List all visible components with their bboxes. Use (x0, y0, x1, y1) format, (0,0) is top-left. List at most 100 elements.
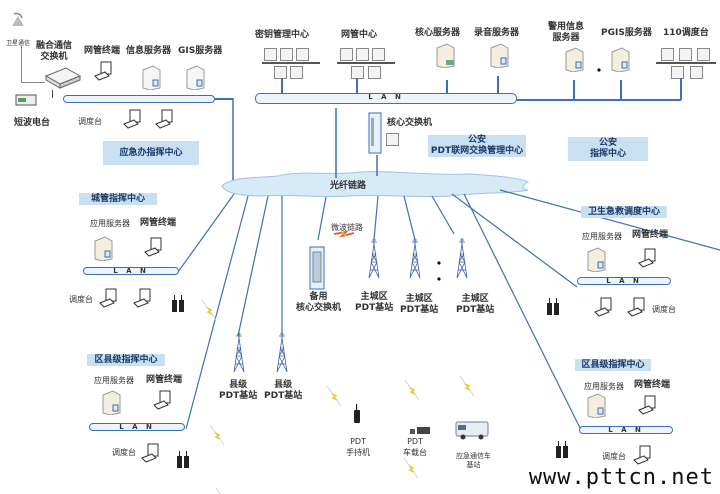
nms-terminal-icon (152, 389, 174, 411)
pgis-server-label: PGIS服务器 (601, 28, 652, 38)
county-bs-tower-2 (276, 331, 288, 373)
core-switch-label: 核心交换机 (387, 118, 433, 128)
dispatch-terminal-icon (632, 444, 654, 466)
nms-terminal-icon (637, 247, 659, 269)
health-center-badge: 卫生急救调度中心 (581, 206, 667, 218)
dispatch-terminal-icon (593, 296, 615, 318)
app-server-label: 应用服务器 (90, 219, 130, 228)
emergency-vehicle-label: 应急通信车 基站 (456, 452, 491, 469)
police-command-center-badge: 公安 指挥中心 (568, 137, 648, 161)
microwave-label: 微波链路 (331, 223, 363, 232)
watermark: www.pttcn.net (528, 465, 714, 490)
dispatch-terminal-icon (140, 442, 162, 464)
dispatch-label: 调度台 (602, 452, 626, 461)
info-server-icon (140, 64, 162, 91)
pdt-vehicle-radio-label: PDT 车载台 (403, 437, 427, 457)
wireless-icon (403, 457, 419, 479)
dispatch-terminal-icon (154, 108, 176, 130)
gis-server-label: GIS服务器 (178, 46, 223, 56)
wireless-icon (201, 299, 217, 321)
pdt-handheld-icon (353, 404, 361, 424)
handheld-radios-icon (171, 295, 185, 313)
recording-server-label: 录音服务器 (474, 28, 520, 38)
app-server-icon (100, 389, 122, 416)
district-left-center-badge: 区县级指挥中心 (87, 354, 165, 366)
emergency-office-center-badge: 应急办指挥中心 (103, 141, 199, 165)
nms-center-label: 网管中心 (341, 30, 378, 40)
dispatch-terminal-icon (122, 108, 144, 130)
dispatch-label: 调度台 (69, 295, 93, 304)
urban-bs-tower-2 (409, 237, 421, 279)
core-switch-icon (368, 112, 382, 154)
dispatch-label: 调度台 (652, 305, 676, 314)
nms-terminal-label: 网管终端 (140, 218, 177, 228)
nms-terminal-icon (93, 60, 115, 82)
district-left-lan: L A N (89, 423, 185, 431)
wireless-icon (459, 375, 475, 397)
info-server-label: 信息服务器 (126, 46, 172, 56)
urban-mgmt-lan: L A N (83, 267, 179, 275)
pgis-server-icon (609, 46, 631, 73)
urban-bs-label-2: 主城区 PDT基站 (400, 294, 439, 315)
satellite-icon (10, 10, 26, 28)
fiber-link-label: 光纤链路 (330, 181, 367, 191)
fiber-cloud (221, 171, 529, 198)
wireless-icon (209, 424, 225, 446)
core-server-label: 核心服务器 (415, 28, 461, 38)
nms-terminal-label: 网管终端 (84, 46, 121, 56)
county-bs-label-2: 县级 PDT基站 (264, 380, 303, 401)
county-bs-label-1: 县级 PDT基站 (219, 380, 258, 401)
emergency-lan (63, 95, 215, 103)
urban-mgmt-center-badge: 城管指挥中心 (79, 193, 157, 205)
handheld-radios-icon (546, 298, 560, 316)
dispatch-terminal-icon (132, 287, 154, 309)
urban-bs-tower-3 (456, 237, 468, 279)
app-server-icon (585, 246, 607, 273)
pdt-center-badge: 公安 PDT联网交换管理中心 (428, 135, 526, 157)
dispatch-110-label: 110调度台 (663, 28, 709, 38)
wireless-icon (326, 385, 342, 407)
police-info-server-label: 警用信息 服务器 (548, 22, 585, 43)
dispatch-terminal-icon (626, 296, 648, 318)
nms-terminal-label: 网管终端 (632, 230, 669, 240)
urban-bs-tower-1 (368, 237, 380, 279)
nms-terminal-label: 网管终端 (146, 375, 183, 385)
nms-terminal-icon (637, 394, 659, 416)
app-server-icon (585, 392, 607, 419)
wireless-icon (404, 379, 420, 401)
nms-terminal-icon (143, 236, 165, 258)
pdt-handheld-label: PDT 手持机 (346, 437, 370, 457)
dispatch-terminal-icon (98, 287, 120, 309)
backup-switch-label: 备用 核心交换机 (296, 292, 342, 313)
emergency-vehicle-icon (455, 418, 489, 440)
district-right-center-badge: 区县级指挥中心 (575, 359, 651, 371)
key-mgmt-center-label: 密钥管理中心 (255, 30, 310, 40)
fusion-switch-icon (44, 66, 82, 90)
nms-terminal-label: 网管终端 (634, 380, 671, 390)
app-server-icon (92, 235, 114, 262)
satellite-label: 卫星通信 (6, 40, 31, 47)
hf-radio-icon (14, 92, 38, 108)
urban-bs-label-3: 主城区 PDT基站 (456, 294, 495, 315)
urban-bs-label-1: 主城区 PDT基站 (355, 292, 394, 313)
gis-server-icon (184, 64, 206, 91)
wireless-icon (215, 487, 231, 494)
pdt-vehicle-radio-icon (410, 420, 430, 434)
district-right-lan: L A N (579, 426, 673, 434)
recording-server-icon (488, 42, 510, 69)
app-server-label: 应用服务器 (584, 382, 624, 391)
public-security-lan: L A N (255, 93, 517, 104)
backup-switch-icon (309, 246, 325, 290)
hf-radio-label: 短波电台 (14, 118, 51, 128)
handheld-radios-icon (176, 451, 190, 469)
county-bs-tower-1 (233, 331, 245, 373)
handheld-radios-icon (555, 441, 569, 459)
dispatch-label: 调度台 (112, 448, 136, 457)
health-lan: L A N (577, 277, 671, 285)
app-server-label: 应用服务器 (582, 232, 622, 241)
fusion-switch-label: 融合通信 交换机 (36, 41, 73, 62)
core-server-icon (434, 42, 456, 69)
police-info-server-icon (563, 46, 585, 73)
app-server-label: 应用服务器 (94, 376, 134, 385)
